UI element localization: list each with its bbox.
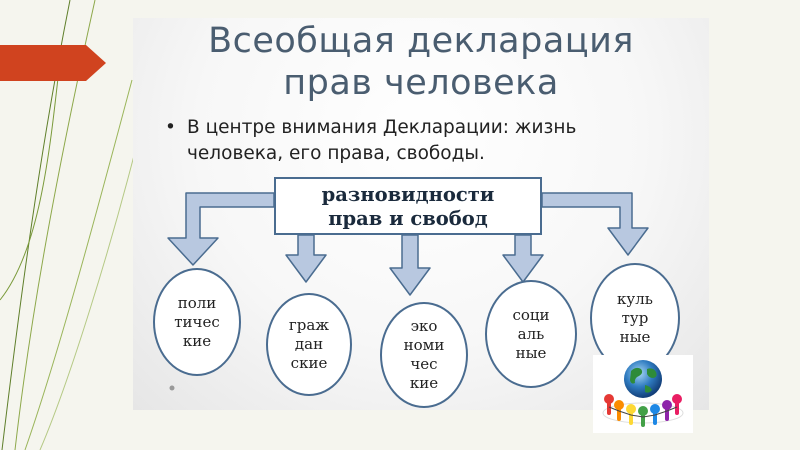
oval-line: тур xyxy=(621,308,649,327)
center-box: разновидности прав и свобод xyxy=(274,177,542,235)
arrow-ekonomicheskie xyxy=(389,234,431,296)
oval-line: соци xyxy=(512,305,550,324)
category-oval-politicheskie: поли тичес кие xyxy=(153,268,241,376)
title-line-1: Всеобщая декларация xyxy=(208,21,634,61)
title-line-2: прав человека xyxy=(283,63,559,103)
center-line-2: прав и свобод xyxy=(328,207,488,230)
arrow-politicheskie xyxy=(167,192,275,266)
oval-line: тичес xyxy=(174,312,220,331)
accent-triangle xyxy=(0,45,106,81)
oval-line: ные xyxy=(515,343,547,362)
bullet-line-1: В центре внимания Декларации: жизнь xyxy=(187,117,577,138)
oval-line: кие xyxy=(409,374,439,392)
oval-line: поли xyxy=(177,293,217,312)
bullet-line-2: человека, его права, свободы. xyxy=(187,143,485,164)
bullet-text: В центре внимания Декларации: жизнь чело… xyxy=(187,115,687,167)
arrow-kulturnye xyxy=(541,192,649,256)
slide-title: Всеобщая декларация прав человека xyxy=(133,20,709,104)
oval-line: куль xyxy=(617,289,653,308)
category-oval-kulturnye: куль тур ные xyxy=(590,263,680,373)
category-oval-grazhdanskie: граж дан ские xyxy=(266,293,352,396)
category-oval-socialnye: соци аль ные xyxy=(485,280,577,388)
center-line-1: разновидности xyxy=(321,183,495,206)
arrow-grazhdanskie xyxy=(285,234,327,283)
arrow-socialnye xyxy=(502,234,544,283)
oval-line: дан xyxy=(294,335,324,353)
globe-people-icon xyxy=(593,355,693,433)
oval-line: ские xyxy=(290,354,328,372)
oval-line: эко xyxy=(410,317,438,335)
small-dot xyxy=(169,385,175,391)
oval-line: граж xyxy=(288,316,330,334)
oval-line: чес xyxy=(410,355,438,373)
oval-line: номи xyxy=(403,336,445,354)
oval-line: ные xyxy=(619,327,651,346)
oval-line: аль xyxy=(517,324,545,343)
category-oval-ekonomicheskie: эко номи чес кие xyxy=(380,302,468,408)
bullet-symbol: • xyxy=(165,117,176,138)
oval-line: кие xyxy=(182,331,212,350)
